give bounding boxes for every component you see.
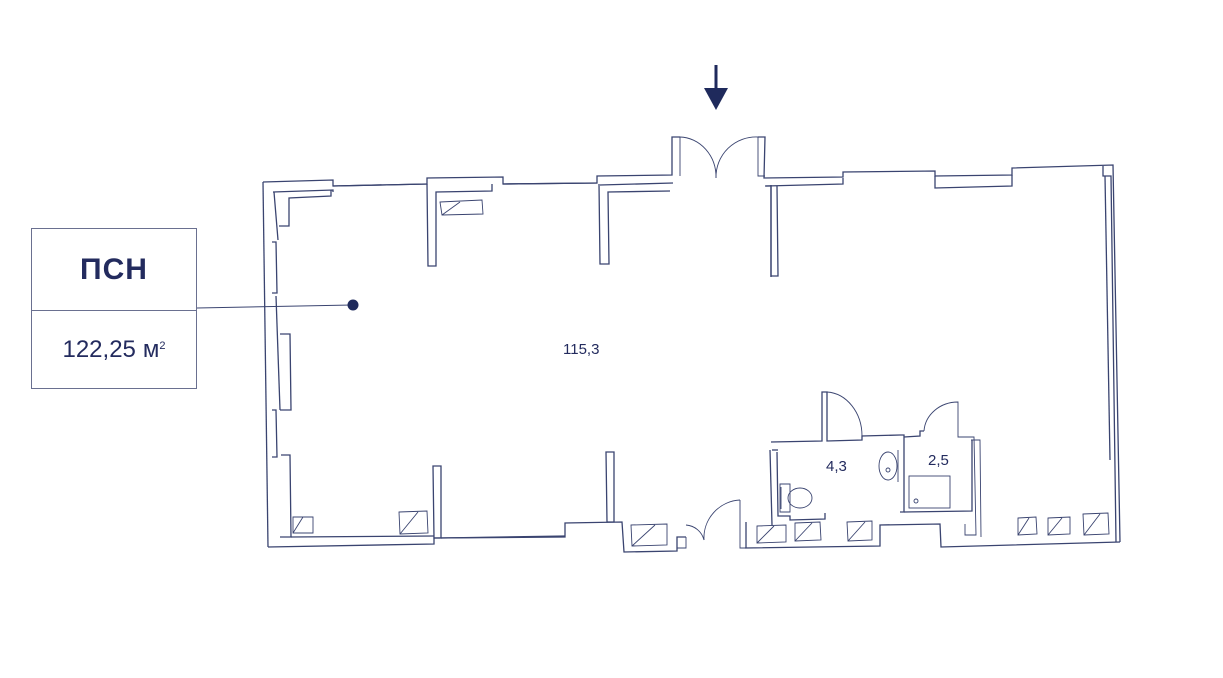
label-pointer xyxy=(196,299,359,311)
room-area-shower: 2,5 xyxy=(928,452,949,469)
bathroom-block xyxy=(769,391,982,538)
unit-area-value: 122,25 xyxy=(62,336,136,363)
rear-door xyxy=(677,499,746,549)
unit-area-unit: м xyxy=(142,336,160,363)
entrance-arrow-icon xyxy=(704,65,728,110)
unit-type-section: ПСН xyxy=(32,229,196,311)
interior-columns xyxy=(292,183,1110,547)
unit-type: ПСН xyxy=(80,252,148,286)
room-area-main: 115,3 xyxy=(563,341,600,358)
unit-area-unit-superscript: 2 xyxy=(159,340,166,352)
exterior-walls xyxy=(262,136,1121,553)
room-area-bathroom: 4,3 xyxy=(826,458,847,475)
main-entrance-door xyxy=(672,136,765,179)
dot-marker-icon xyxy=(347,299,359,311)
